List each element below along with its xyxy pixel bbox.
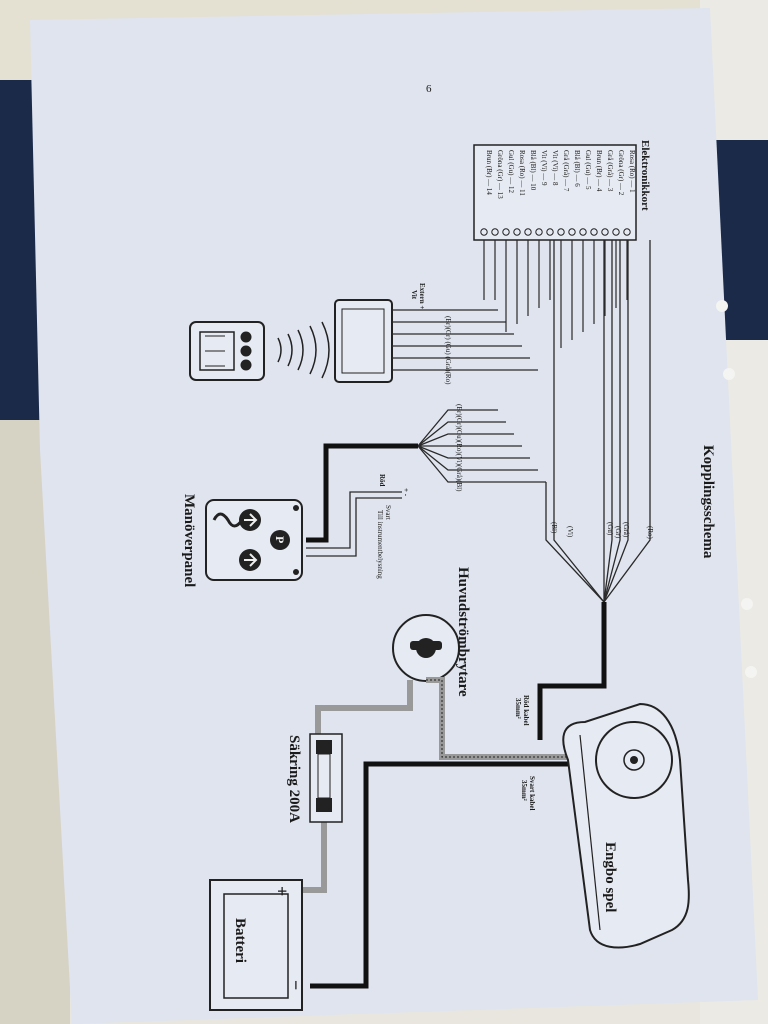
motor-wire-code: (Vi) (566, 526, 574, 538)
black-wire-label: Svart (384, 505, 392, 520)
motor-bundle (545, 240, 651, 603)
terminal-block-title: Elektronikkort (639, 140, 651, 211)
winch-title: Engbo spel (602, 842, 618, 912)
main-switch (392, 614, 460, 682)
punch-hole (716, 300, 728, 312)
punch-hole (745, 666, 757, 678)
terminal-row-label: Gröna (Gr) — 2 (617, 150, 625, 196)
motor-wire-code: (Gu) (606, 522, 614, 536)
receiver-wires (392, 309, 538, 371)
black-cable-line1: Svart kabel (528, 776, 536, 810)
terminal-screw-icon (590, 228, 598, 236)
terminal-row-label: Brun (Br) — 14 (485, 150, 493, 195)
panel-cable (306, 443, 418, 543)
winch-motor (562, 702, 690, 949)
plus-minus-label: + - (402, 488, 410, 497)
terminal-screw-icon (601, 228, 609, 236)
terminal-row-label: Gröna (Gr) — 13 (496, 150, 504, 199)
terminal-screw-icon (535, 228, 543, 236)
terminal-row-label: Blå (Bl) — 10 (529, 150, 537, 191)
terminal-screw-icon (524, 228, 532, 236)
terminal-row-label: Grå (Grå) — 3 (606, 150, 614, 192)
red-cable-line2: 35mm² (514, 698, 522, 719)
fuse-title: Säkring 200A (286, 735, 302, 823)
terminal-screw-icon (491, 228, 499, 236)
radio-signal-icon (277, 321, 330, 379)
terminal-row-label: Gul (Gu) — 5 (584, 150, 592, 190)
vit-label: Vit (410, 290, 418, 300)
instrument-label: Till instrumentbelysning (376, 510, 384, 579)
control-panel: P (205, 499, 303, 581)
park-button (270, 530, 290, 550)
terminal-wires (483, 240, 628, 348)
motor-wire-code: (Gr) (614, 526, 622, 539)
red-wire-label: Röd (378, 474, 386, 487)
connector-codes: (Br)(Gr)(Gu)(Ro)(Vi)(Grå)(Bl) (455, 404, 463, 492)
punch-hole (741, 598, 753, 610)
battery-minus: − (286, 980, 306, 990)
diagram-title: Kopplingsschema (700, 445, 716, 559)
terminal-screw-icon (480, 228, 488, 236)
terminal-screw-icon (502, 228, 510, 236)
page-number: 6 (426, 83, 432, 95)
instrument-wires (306, 491, 402, 557)
terminal-row-label: Gul (Gu) — 12 (507, 150, 515, 193)
motor-wire-code: (Grå) (622, 522, 630, 538)
park-button-label: P (273, 536, 287, 543)
black-negative-cable (310, 761, 600, 989)
battery (209, 879, 303, 1011)
remote-control (189, 321, 265, 381)
connector-fan (417, 409, 546, 483)
terminal-screw-icon (568, 228, 576, 236)
extern-label: Extern + (418, 283, 426, 309)
terminal-row-label: Vit (Vi) — 9 (540, 150, 548, 186)
receiver-unit (334, 299, 393, 383)
switch-to-fuse-cable (315, 680, 413, 742)
battery-title: Batteri (232, 918, 248, 963)
terminal-screw-icon (623, 228, 631, 236)
terminal-screw-icon (546, 228, 554, 236)
panel-title: Manöverpanel (181, 494, 197, 587)
fuse-to-battery-cable (300, 812, 327, 893)
terminal-screw-icon (557, 228, 565, 236)
terminal-row-label: Rosa (Ro) — 1 (628, 150, 636, 193)
red-cable-line1: Röd kabel (522, 695, 530, 726)
terminal-screw-icon (612, 228, 620, 236)
punch-hole (723, 368, 735, 380)
terminal-row-label: Blå (Bl) — 6 (573, 150, 581, 187)
terminal-row-label: Vit (Vi) — 8 (551, 150, 559, 186)
terminal-row-label: Rosa (Ro) — 11 (518, 150, 526, 196)
black-cable-line2: 35mm² (520, 780, 528, 801)
battery-plus: + (272, 886, 292, 896)
main-switch-title: Huvudströmbrytare (455, 567, 471, 697)
fuse-holder (309, 733, 343, 823)
terminal-screw-icon (579, 228, 587, 236)
receiver-wire-codes: (Br)(Gr) (Gu) (Grå)(Ro) (444, 316, 452, 385)
terminal-row-label: Grå (Grå) — 7 (562, 150, 570, 192)
terminal-screw-icon (513, 228, 521, 236)
terminal-row-label: Brun (Br) — 4 (595, 150, 603, 192)
motor-control-cable (537, 602, 607, 740)
